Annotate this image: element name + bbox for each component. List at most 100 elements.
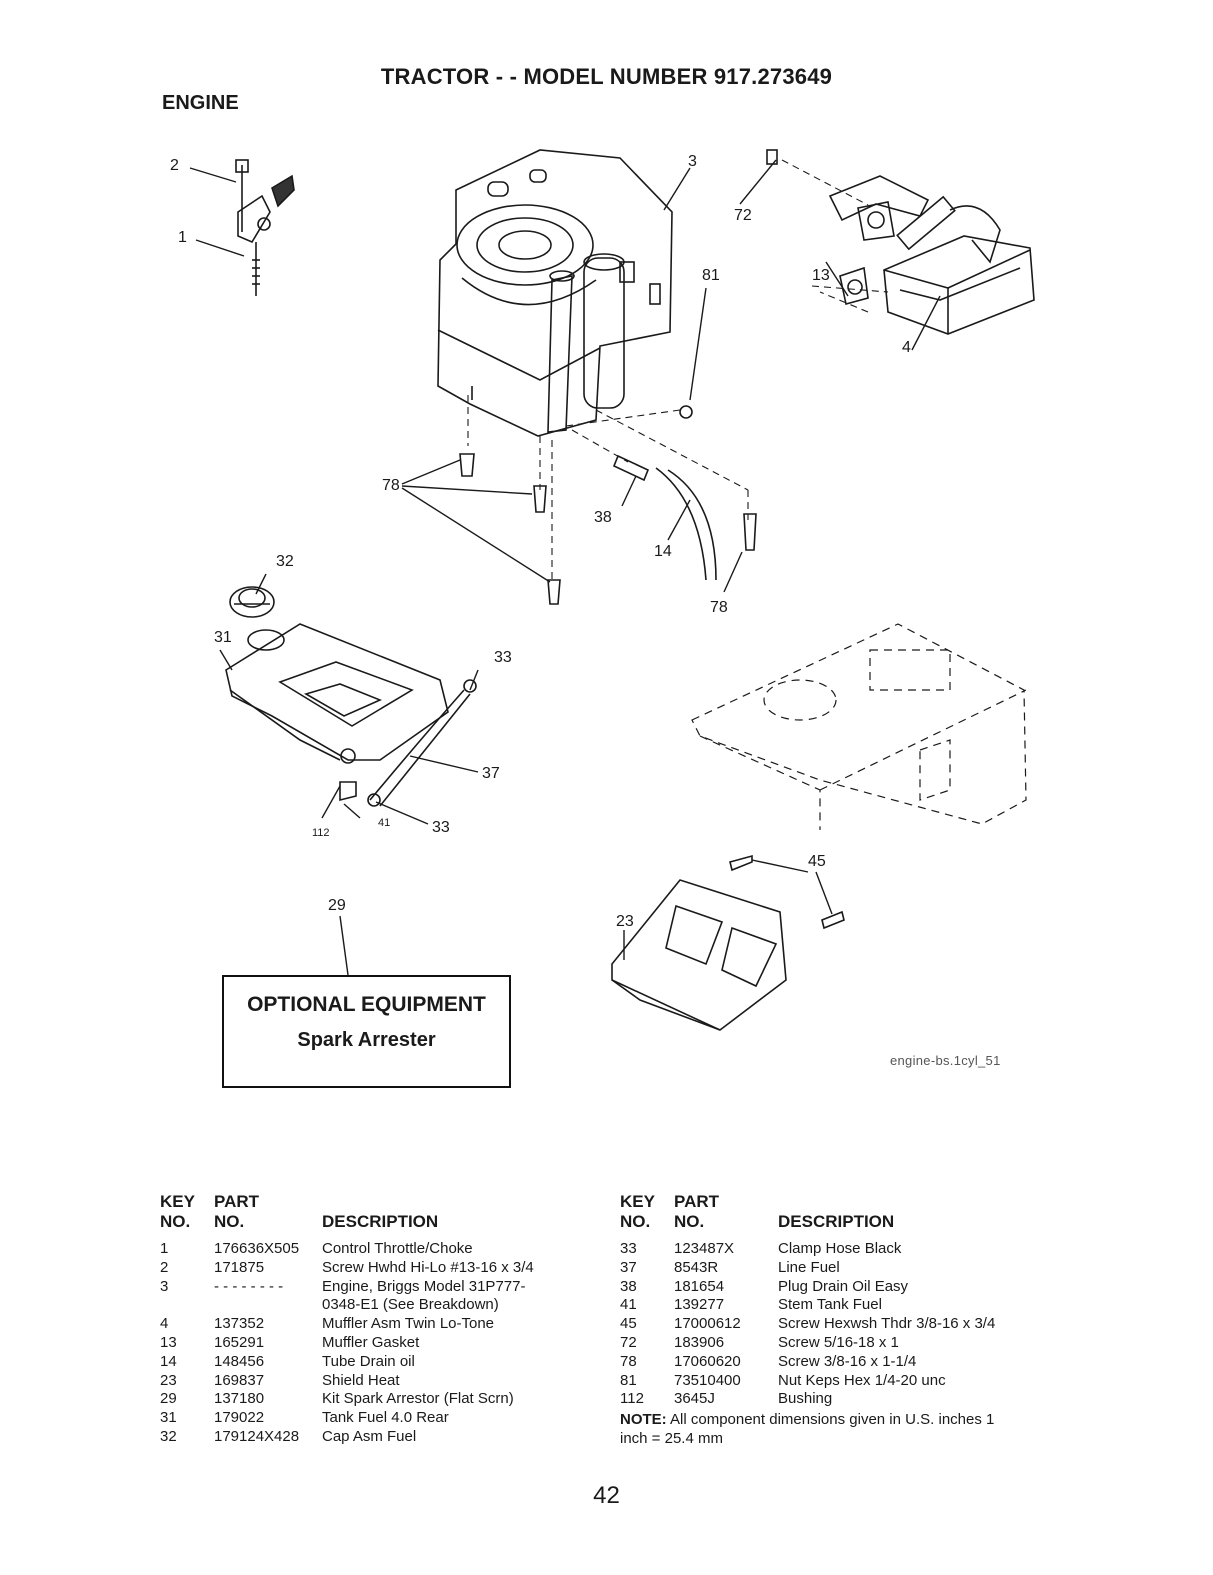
- description: Nut Keps Hex 1/4-20 unc: [778, 1371, 946, 1389]
- part-no: 73510400: [674, 1371, 741, 1389]
- part-no: 171875: [214, 1258, 265, 1276]
- part-no: 179124X428: [214, 1427, 300, 1445]
- engine-illustration: [437, 149, 673, 437]
- description: Screw Hexwsh Thdr 3/8-16 x 3/4: [778, 1315, 996, 1333]
- part-no: 3645J: [674, 1390, 715, 1408]
- table-row: 32 179124X428 Cap Asm Fuel: [160, 1428, 602, 1447]
- description: Bushing: [778, 1390, 833, 1408]
- description-header: DESCRIPTION: [778, 1212, 895, 1231]
- callout-2: 2: [170, 157, 179, 174]
- description: Screw 3/8-16 x 1-1/4: [778, 1352, 917, 1370]
- callout-29: 29: [328, 897, 346, 914]
- description: Muffler Gasket: [322, 1333, 420, 1351]
- optional-equipment-title: OPTIONAL EQUIPMENT: [247, 993, 486, 1016]
- part-no: 139277: [674, 1296, 725, 1314]
- callout-33-bottom: 33: [432, 819, 450, 836]
- part-no: 179022: [214, 1409, 265, 1427]
- callout-1: 1: [178, 229, 187, 246]
- callout-leaders: [189, 159, 941, 976]
- part-no: 137180: [214, 1390, 265, 1408]
- key-no: 2: [160, 1258, 169, 1276]
- callout-37: 37: [482, 765, 500, 782]
- description: Muffler Asm Twin Lo-Tone: [322, 1315, 495, 1333]
- table-row: 0348-E1 (See Breakdown): [160, 1296, 602, 1315]
- table-row: 1 176636X505 Control Throttle/Choke: [160, 1240, 602, 1259]
- callout-13: 13: [812, 267, 830, 284]
- key-no: 23: [160, 1371, 177, 1389]
- table-row: 38 181654 Plug Drain Oil Easy: [620, 1278, 1048, 1297]
- description: Kit Spark Arrestor (Flat Scrn): [322, 1390, 514, 1408]
- page-number: 42: [593, 1482, 620, 1509]
- part-no: 137352: [214, 1315, 265, 1333]
- fuel-tank-illustration: [225, 623, 477, 807]
- optional-equipment-item: Spark Arrester: [297, 1029, 436, 1051]
- key-no: 112: [620, 1390, 644, 1408]
- part-no: 176636X505: [214, 1240, 300, 1257]
- part-no: 148456: [214, 1352, 265, 1370]
- description: Cap Asm Fuel: [322, 1427, 417, 1445]
- part-no: 181654: [674, 1277, 725, 1295]
- callout-72: 72: [734, 207, 752, 224]
- optional-equipment-box: OPTIONAL EQUIPMENT Spark Arrester: [222, 975, 511, 1088]
- part-no: 8543R: [674, 1258, 719, 1276]
- callout-31: 31: [214, 629, 232, 646]
- part-no: [214, 1296, 322, 1315]
- tractor-frame-illustration: [691, 623, 1027, 830]
- figure-reference: engine-bs.1cyl_51: [890, 1053, 1001, 1068]
- part-no: - - - - - - - -: [214, 1277, 284, 1295]
- key-no: 37: [620, 1258, 637, 1276]
- note-text: All component dimensions given in U.S. i…: [620, 1411, 995, 1447]
- description: Shield Heat: [322, 1371, 400, 1389]
- key-no: 13: [160, 1333, 177, 1351]
- key-no: 38: [620, 1277, 637, 1295]
- key-no: 4: [160, 1315, 169, 1333]
- callout-45: 45: [808, 853, 826, 870]
- callout-38: 38: [594, 509, 612, 526]
- table-row: 112 3645J Bushing: [620, 1390, 1048, 1409]
- section-title: ENGINE: [162, 92, 239, 114]
- description: Screw 5/16-18 x 1: [778, 1333, 899, 1351]
- description: Tank Fuel 4.0 Rear: [322, 1409, 449, 1427]
- description: Plug Drain Oil Easy: [778, 1277, 909, 1295]
- part-no: 169837: [214, 1371, 265, 1389]
- key-no: 45: [620, 1315, 637, 1333]
- description: Control Throttle/Choke: [322, 1240, 473, 1257]
- table-row: 4 137352 Muffler Asm Twin Lo-Tone: [160, 1315, 602, 1334]
- table-row: 2 171875 Screw Hwhd Hi-Lo #13-16 x 3/4: [160, 1259, 602, 1278]
- key-no: 32: [160, 1427, 177, 1445]
- description: Screw Hwhd Hi-Lo #13-16 x 3/4: [322, 1258, 534, 1276]
- description-header: DESCRIPTION: [322, 1212, 439, 1231]
- description: 0348-E1 (See Breakdown): [322, 1296, 499, 1314]
- callout-3: 3: [688, 153, 697, 170]
- description: Tube Drain oil: [322, 1352, 415, 1370]
- muffler-illustration: [766, 149, 1035, 335]
- callout-32: 32: [276, 553, 294, 570]
- assembly-lines: [467, 159, 889, 580]
- callout-41: 41: [378, 817, 390, 829]
- callout-78-left: 78: [382, 477, 400, 494]
- part-no: 123487X: [674, 1240, 735, 1257]
- description: Clamp Hose Black: [778, 1240, 902, 1257]
- key-no: 72: [620, 1333, 637, 1351]
- callout-14: 14: [654, 543, 672, 560]
- key-no: 41: [620, 1296, 637, 1314]
- key-no: 1: [160, 1240, 169, 1257]
- table-row: 33 123487X Clamp Hose Black: [620, 1240, 1048, 1259]
- description: Engine, Briggs Model 31P777-: [322, 1277, 526, 1295]
- fasteners-illustration: [459, 405, 845, 930]
- page-title: TRACTOR - - MODEL NUMBER 917.273649: [380, 64, 833, 89]
- key-no: 33: [620, 1240, 637, 1257]
- note-label: NOTE:: [620, 1411, 667, 1428]
